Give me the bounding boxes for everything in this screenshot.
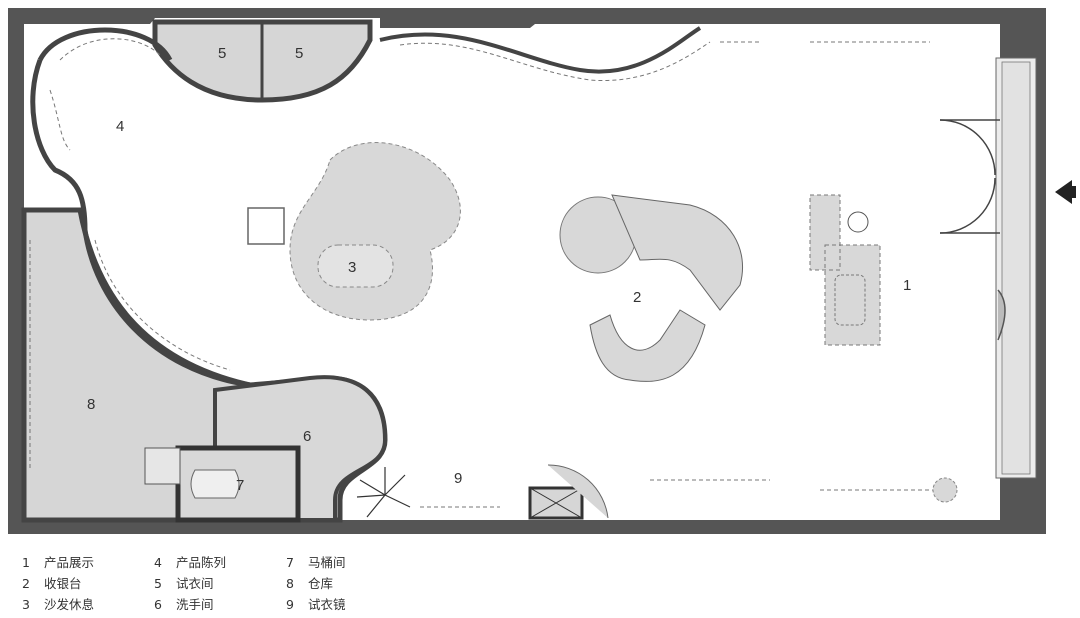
floor-plan: 1 2 3 4 5 5 6 7 8 9 — [8, 8, 1076, 534]
display-table — [809, 194, 881, 346]
display-wall-left — [30, 27, 251, 388]
entry-arrow — [1055, 180, 1072, 204]
room-num-7: 7 — [236, 477, 244, 494]
room-num-1: 1 — [903, 277, 911, 294]
room-num-5b: 5 — [295, 45, 303, 62]
room-num-9: 9 — [454, 470, 462, 487]
room-num-3: 3 — [348, 259, 356, 276]
sofa-area — [289, 142, 461, 321]
entry-doors — [939, 119, 1000, 234]
room-num-5a: 5 — [218, 45, 226, 62]
armchair — [247, 207, 285, 245]
room-num-2: 2 — [633, 289, 641, 306]
cashier-counter — [589, 309, 706, 382]
room-num-8: 8 — [87, 396, 95, 413]
seated-person — [847, 211, 869, 233]
shelving-dashes — [29, 38, 940, 508]
room-num-4: 4 — [116, 118, 124, 135]
spiral-stair — [611, 194, 744, 311]
room-num-6: 6 — [303, 428, 311, 445]
display-wall-top — [379, 26, 702, 74]
plant — [356, 467, 411, 518]
